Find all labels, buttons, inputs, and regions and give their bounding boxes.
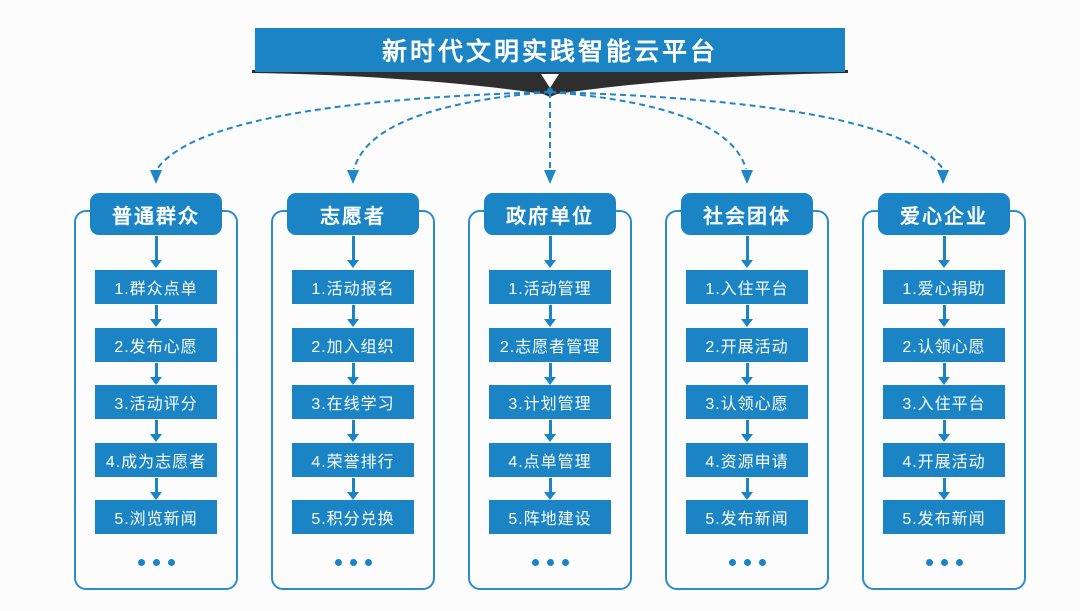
down-arrow-icon bbox=[347, 420, 359, 442]
flow-step: 4.开展活动 bbox=[883, 443, 1005, 477]
down-arrow-icon bbox=[347, 363, 359, 385]
column-header: 社会团体 bbox=[681, 193, 813, 235]
down-arrow-icon bbox=[544, 363, 556, 385]
down-arrow-icon bbox=[938, 236, 950, 268]
flow-step: 3.计划管理 bbox=[489, 385, 611, 419]
ellipsis-icon bbox=[470, 559, 630, 566]
flow-step: 5.积分兑换 bbox=[292, 500, 414, 534]
flow-step: 5.阵地建设 bbox=[489, 500, 611, 534]
down-arrow-icon bbox=[741, 236, 753, 268]
ellipsis-icon bbox=[864, 559, 1024, 566]
column-volunteers: 志愿者 1.活动报名 2.加入组织 3.在线学习 4.荣誉排行 5.积分兑换 bbox=[271, 193, 435, 590]
ellipsis-icon bbox=[273, 559, 433, 566]
flow-step: 4.点单管理 bbox=[489, 443, 611, 477]
column-social-organizations: 社会团体 1.入住平台 2.开展活动 3.认领心愿 4.资源申请 5.发布新闻 bbox=[665, 193, 829, 590]
connector-arrowhead-1 bbox=[150, 170, 162, 184]
down-arrow-icon bbox=[938, 420, 950, 442]
flow-step: 3.入住平台 bbox=[883, 385, 1005, 419]
page-title: 新时代文明实践智能云平台 bbox=[255, 28, 845, 72]
connector-arrowhead-2 bbox=[347, 170, 359, 184]
flow-step: 1.爱心捐助 bbox=[883, 270, 1005, 304]
connector-arrowhead-4 bbox=[741, 170, 753, 184]
flow-step: 3.在线学习 bbox=[292, 385, 414, 419]
down-arrow-icon bbox=[150, 305, 162, 327]
column-header: 普通群众 bbox=[90, 193, 222, 235]
down-arrow-icon bbox=[150, 478, 162, 500]
dashed-connector-5 bbox=[549, 91, 944, 170]
flow-step: 2.开展活动 bbox=[686, 328, 808, 362]
connector-arrowhead-3 bbox=[544, 170, 556, 184]
column-header: 志愿者 bbox=[287, 193, 419, 235]
column-header: 政府单位 bbox=[484, 193, 616, 235]
flow-step: 4.荣誉排行 bbox=[292, 443, 414, 477]
dashed-connector-2 bbox=[353, 91, 551, 170]
down-arrow-icon bbox=[347, 305, 359, 327]
dashed-connector-1 bbox=[156, 91, 551, 170]
down-arrow-icon bbox=[741, 420, 753, 442]
ellipsis-icon bbox=[667, 559, 827, 566]
ellipsis-icon bbox=[76, 559, 236, 566]
column-caring-enterprises: 爱心企业 1.爱心捐助 2.认领心愿 3.入住平台 4.开展活动 5.发布新闻 bbox=[862, 193, 1026, 590]
flow-step: 1.群众点单 bbox=[95, 270, 217, 304]
flow-step: 2.加入组织 bbox=[292, 328, 414, 362]
down-arrow-icon bbox=[544, 236, 556, 268]
down-arrow-icon bbox=[544, 478, 556, 500]
flow-step: 4.资源申请 bbox=[686, 443, 808, 477]
down-arrow-icon bbox=[938, 363, 950, 385]
column-ordinary-public: 普通群众 1.群众点单 2.发布心愿 3.活动评分 4.成为志愿者 5.浏览新闻 bbox=[74, 193, 238, 590]
flow-step: 1.活动报名 bbox=[292, 270, 414, 304]
connector-arrowhead-5 bbox=[937, 170, 949, 184]
flow-step: 3.认领心愿 bbox=[686, 385, 808, 419]
column-header: 爱心企业 bbox=[878, 193, 1010, 235]
down-arrow-icon bbox=[544, 305, 556, 327]
down-arrow-icon bbox=[741, 478, 753, 500]
flow-step: 2.发布心愿 bbox=[95, 328, 217, 362]
down-arrow-icon bbox=[938, 478, 950, 500]
flow-step: 2.志愿者管理 bbox=[489, 328, 611, 362]
down-arrow-icon bbox=[347, 478, 359, 500]
down-arrow-icon bbox=[741, 305, 753, 327]
down-arrow-icon bbox=[938, 305, 950, 327]
flow-step: 4.成为志愿者 bbox=[95, 443, 217, 477]
flow-step: 5.浏览新闻 bbox=[95, 500, 217, 534]
dashed-connector-4 bbox=[549, 91, 747, 170]
down-arrow-icon bbox=[150, 236, 162, 268]
flow-step: 5.发布新闻 bbox=[883, 500, 1005, 534]
flow-step: 1.活动管理 bbox=[489, 270, 611, 304]
down-arrow-icon bbox=[347, 236, 359, 268]
flow-step: 1.入住平台 bbox=[686, 270, 808, 304]
down-arrow-icon bbox=[741, 363, 753, 385]
column-government-units: 政府单位 1.活动管理 2.志愿者管理 3.计划管理 4.点单管理 5.阵地建设 bbox=[468, 193, 632, 590]
flow-step: 5.发布新闻 bbox=[686, 500, 808, 534]
down-arrow-icon bbox=[150, 420, 162, 442]
flow-step: 2.认领心愿 bbox=[883, 328, 1005, 362]
banner-arrow-icon bbox=[541, 74, 559, 88]
down-arrow-icon bbox=[544, 420, 556, 442]
down-arrow-icon bbox=[150, 363, 162, 385]
flow-step: 3.活动评分 bbox=[95, 385, 217, 419]
